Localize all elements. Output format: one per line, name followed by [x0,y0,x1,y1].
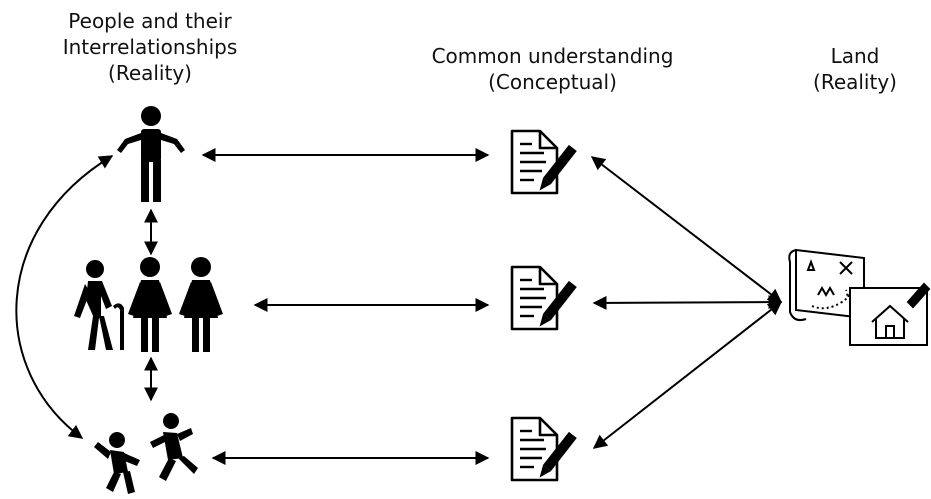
land-heading: Land (Reality) [790,43,920,95]
land-heading-line-2: (Reality) [813,70,897,94]
arrow-land-to-middle-document [592,295,783,310]
people-heading-line-1: People and their [68,9,232,33]
common-understanding-heading: Common understanding (Conceptual) [400,43,705,95]
people-heading: People and their Interrelationships (Rea… [35,8,265,86]
document-with-pencil-icon-top [510,129,579,195]
dancing-people-icon [94,413,198,494]
document-with-pencil-icon-bottom [510,416,579,482]
document-with-pencil-icon-middle [510,265,579,331]
arrow-land-to-top-document [590,156,783,303]
people-heading-line-2: Interrelationships [62,35,238,59]
elderly-family-icon [74,257,223,352]
people-heading-line-3: (Reality) [108,61,192,85]
common-heading-line-1: Common understanding [431,44,674,68]
land-map-and-house-icon [788,248,931,346]
common-heading-line-2: (Conceptual) [488,70,617,94]
land-heading-line-1: Land [830,44,880,68]
arrow-person-to-dancers-curved [15,155,114,439]
single-person-icon [117,106,185,202]
arrow-land-to-bottom-document [592,301,783,449]
